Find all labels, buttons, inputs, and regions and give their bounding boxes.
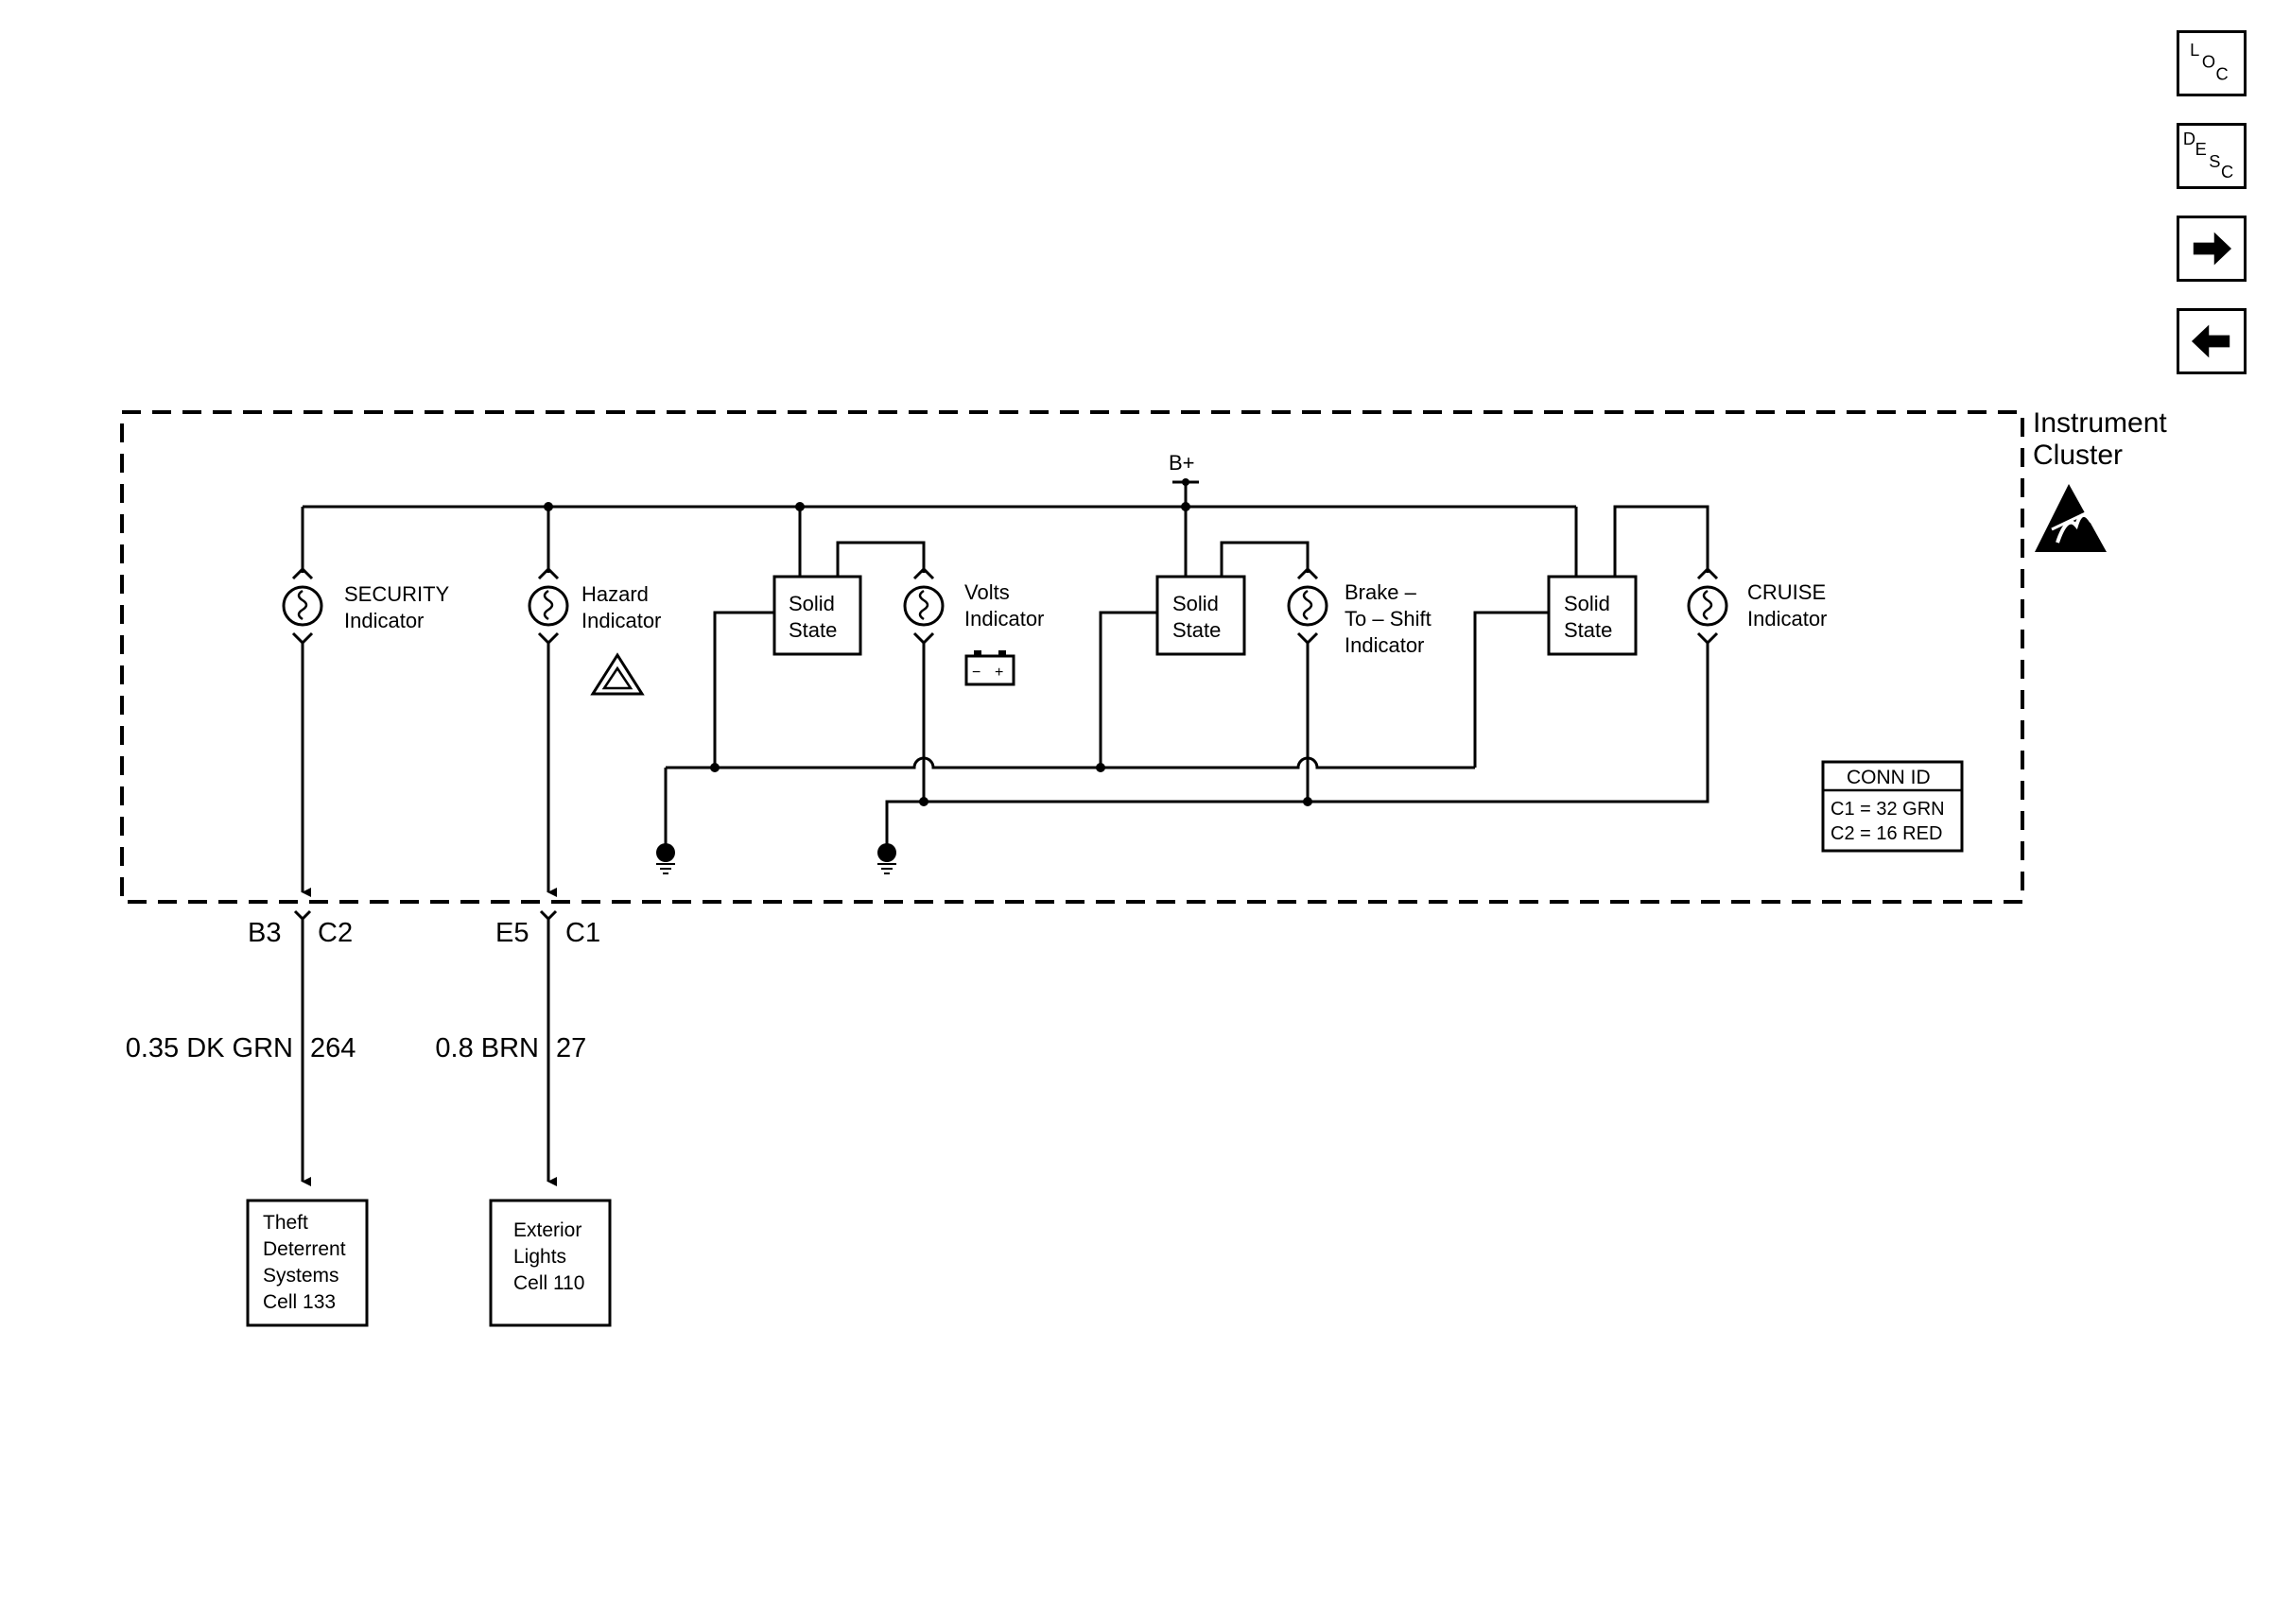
desc-letter-2: E [2195,139,2207,159]
esd-warning-icon [2035,484,2107,552]
wire-right-spec: 0.8 BRN [435,1033,539,1063]
power-label: B+ [1169,451,1195,475]
hazard-label-2: Indicator [581,609,661,632]
exterior-lights-box[interactable]: Exterior Lights Cell 110 [489,1199,612,1327]
security-label-2: Indicator [344,609,424,632]
conn-id-c2: C2 = 16 RED [1831,823,1942,844]
security-indicator-bulb [282,566,323,646]
wire-right-circuit: 27 [556,1033,586,1063]
theft-label-2: Deterrent [263,1238,346,1260]
brake-label-2: To – Shift [1345,607,1431,631]
solid-state-3-label-1: Solid [1564,592,1610,615]
security-label-1: SECURITY [344,582,450,606]
conn-id-title: CONN ID [1847,767,1931,788]
exterior-label-2: Lights [513,1246,566,1268]
connector-left-id: C2 [318,918,353,948]
solid-state-module-1 [772,575,862,656]
cruise-indicator-bulb [1687,566,1728,646]
solid-state-3-label-2: State [1564,618,1612,642]
battery-plus: + [995,665,1003,681]
theft-deterrent-box[interactable]: Theft Deterrent Systems Cell 133 [246,1199,369,1327]
ground-symbol-1 [656,843,675,874]
cruise-label-2: Indicator [1747,607,1827,631]
battery-icon: − + [964,650,1015,686]
ground-bus-1 [666,756,1475,769]
wire-left-circuit: 264 [310,1033,356,1063]
connector-right [539,909,558,1186]
prev-button[interactable] [2177,308,2247,374]
desc-letter-4: C [2221,162,2233,181]
loc-letter-2: O [2202,52,2215,72]
conn-id-table: CONN ID C1 = 32 GRN C2 = 16 RED [1821,760,1964,853]
desc-button[interactable]: D E S C [2177,123,2247,189]
solid-state-2-label-2: State [1172,618,1221,642]
battery-minus: − [972,665,980,681]
loc-letter-1: L [2190,40,2199,60]
solid-state-module-2 [1155,575,1246,656]
desc-icon: D E S C [2183,129,2233,181]
exterior-label-3: Cell 110 [513,1272,585,1294]
arrow-right-icon [2193,232,2232,266]
brake-label-1: Brake – [1345,580,1417,604]
cruise-label-1: CRUISE [1747,580,1826,604]
connector-left-pin: B3 [248,918,281,948]
connector-left [293,909,312,1186]
ground-symbol-2 [877,843,896,874]
hazard-triangle-icon [590,652,645,696]
volts-label-1: Volts [964,580,1010,604]
solid-state-1-label-1: Solid [789,592,835,615]
loc-button[interactable]: L O C [2177,30,2247,96]
solid-state-module-3 [1547,575,1638,656]
desc-letter-1: D [2183,129,2195,148]
theft-label-1: Theft [263,1212,308,1234]
connector-right-pin: E5 [495,918,529,948]
brake-to-shift-indicator-bulb [1287,566,1328,646]
solid-state-1-label-2: State [789,618,837,642]
connector-right-id: C1 [565,918,600,948]
volts-label-2: Indicator [964,607,1044,631]
conn-id-c1: C1 = 32 GRN [1831,799,1945,820]
cluster-label-line2: Cluster [2033,440,2123,471]
exterior-label-1: Exterior [513,1219,581,1241]
volts-indicator-bulb [903,566,945,646]
solid-state-2-label-1: Solid [1172,592,1219,615]
hazard-indicator-bulb [528,566,569,646]
instrument-cluster-boundary [120,410,2024,904]
cluster-label-line1: Instrument [2033,407,2167,439]
desc-letter-3: S [2209,151,2220,171]
wire-left-spec: 0.35 DK GRN [126,1033,293,1063]
theft-label-4: Cell 133 [263,1291,336,1313]
next-button[interactable] [2177,216,2247,282]
loc-icon: L O C [2190,40,2229,84]
loc-letter-3: C [2216,63,2229,83]
ground-bus-2 [885,643,1709,851]
hazard-label-1: Hazard [581,582,649,606]
brake-label-3: Indicator [1345,633,1424,657]
arrow-left-icon [2191,324,2230,358]
theft-label-3: Systems [263,1265,339,1287]
